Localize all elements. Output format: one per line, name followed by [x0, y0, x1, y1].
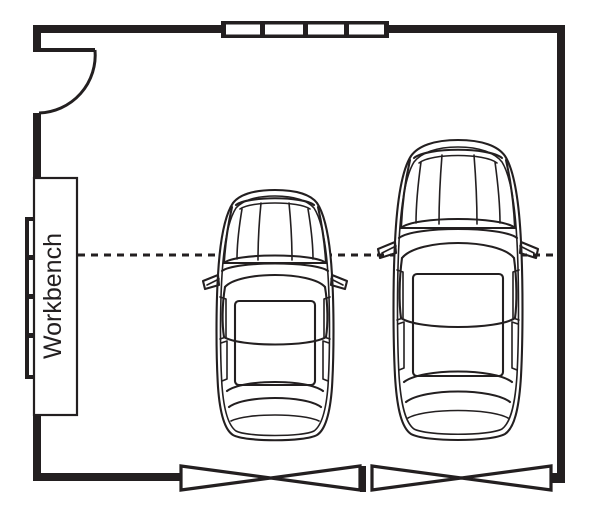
car-right-roof-front — [412, 148, 504, 160]
car-right-windshield — [399, 217, 517, 230]
car-left-roof-front — [234, 197, 316, 207]
car-left-cabin-side-left — [221, 285, 227, 339]
car-right-cabin-side-right — [512, 256, 518, 320]
car-right-roof-panel — [411, 272, 505, 378]
car-left-hood-crease-right — [307, 208, 314, 260]
car-right-cabin-side-left — [398, 256, 404, 320]
top-window-pane — [226, 24, 260, 35]
car-left-mirror-arm-right — [330, 278, 344, 286]
top-window-pane — [265, 24, 303, 35]
car-left-roof-panel — [233, 299, 317, 387]
wall-bottom-left-stub — [33, 473, 183, 481]
car-left-cowl — [220, 262, 330, 273]
garage-door-right-symbol — [370, 464, 553, 492]
wall-left-upper-stub — [33, 25, 41, 52]
workbench-label: Workbench — [39, 233, 67, 359]
car-right-door-seam-left-front — [396, 269, 404, 321]
car-right-cabin-front — [400, 241, 516, 260]
car-right-rear-window — [404, 390, 512, 404]
car-right-cowl — [397, 227, 519, 240]
top-window — [221, 21, 389, 38]
car-right-door-seam-right-front — [512, 269, 520, 321]
car-left — [201, 188, 349, 442]
car-left-door-seam-right-front — [323, 296, 331, 340]
entry-door-swing-arc — [38, 49, 97, 115]
car-left-mirror-arm-left — [206, 278, 220, 286]
car-right-roof-front-inner — [418, 154, 498, 164]
car-right — [376, 138, 540, 442]
top-window-frame — [221, 21, 389, 38]
wall-left-lower — [33, 375, 41, 481]
car-right-cabin-rear — [399, 316, 517, 329]
car-right-body-outline — [392, 138, 524, 442]
car-left-door-seam-left-rear — [220, 340, 228, 382]
car-left-rear-window — [227, 396, 323, 409]
car-left-cabin-front — [223, 274, 327, 289]
car-right-hood-crease-right — [494, 161, 501, 224]
car-right-mirror-left — [376, 240, 398, 260]
workbench: Workbench — [32, 176, 79, 417]
car-left-body-outline — [215, 188, 335, 442]
workbench-outline — [32, 176, 79, 417]
car-left-windshield — [222, 254, 328, 265]
wall-top-right-segment — [387, 25, 565, 33]
car-left-cabin-rear — [222, 335, 328, 346]
car-right-door-seam-left-rear — [397, 321, 405, 371]
car-right-mirror-arm-left — [381, 245, 397, 254]
car-left-mirror-right — [329, 273, 349, 291]
wall-bottom-right-stub — [549, 473, 565, 483]
car-left-hood-crease-left — [236, 208, 243, 260]
car-right-door-seam-right-rear — [511, 321, 519, 371]
car-left-cabin-side-right — [323, 285, 329, 339]
car-right-hood-crease-left — [415, 161, 422, 224]
car-left-door-seam-right-rear — [322, 340, 330, 382]
car-left-rear-deck — [225, 381, 325, 393]
car-right-mirror-arm-right — [519, 245, 535, 254]
wall-top-left-segment — [33, 25, 223, 33]
garage-door-left[interactable] — [179, 464, 366, 492]
garage-door-left-jamb — [360, 466, 366, 492]
top-window-pane — [308, 24, 344, 35]
car-left-trunk-line — [230, 414, 320, 422]
car-right-mirror-right — [518, 240, 540, 260]
entry-door[interactable] — [37, 48, 97, 115]
car-left-door-seam-left-front — [219, 296, 227, 340]
wall-left-middle — [33, 113, 41, 221]
car-left-roof-front-inner — [239, 202, 311, 210]
car-left-mirror-left — [201, 273, 221, 291]
top-window-pane — [349, 24, 384, 35]
car-right-rear-deck — [402, 370, 514, 384]
garage-door-right[interactable] — [370, 464, 553, 492]
car-right-trunk-line — [407, 409, 509, 419]
garage-door-left-symbol — [179, 464, 362, 492]
